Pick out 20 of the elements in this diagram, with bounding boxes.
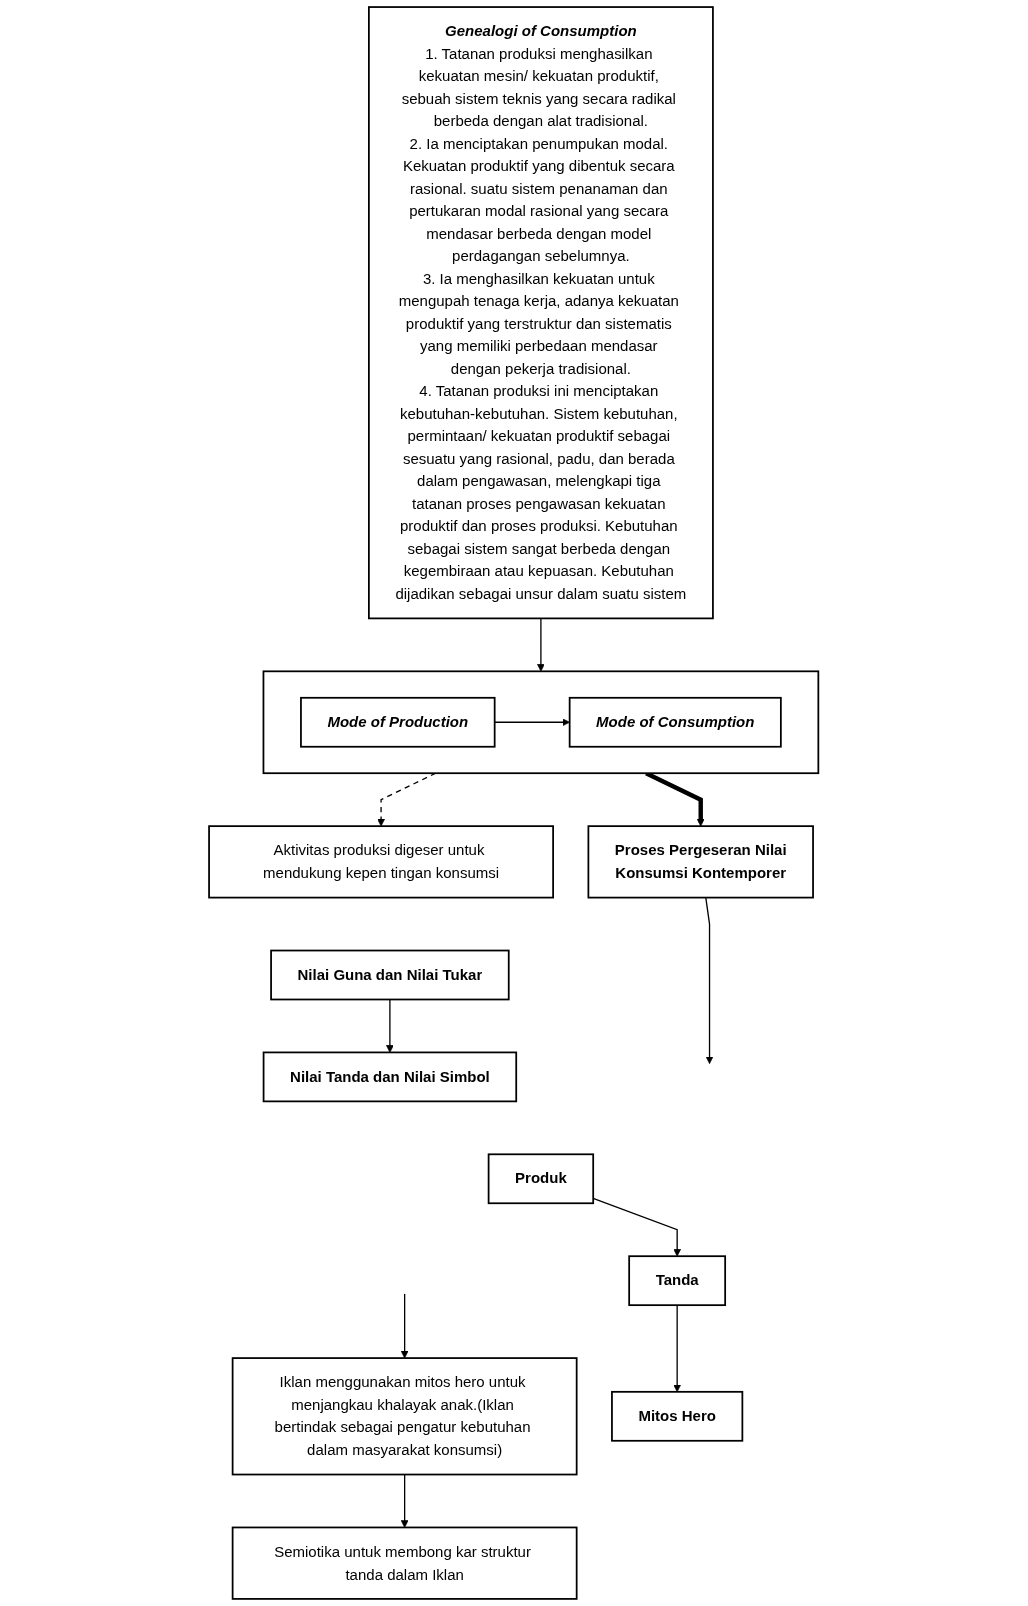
arrow xyxy=(386,998,395,1053)
node-box: Nilai Tanda dan Nilai Simbol xyxy=(263,1051,518,1103)
node-box: Produk xyxy=(488,1153,595,1205)
arrow xyxy=(537,617,546,672)
arrow xyxy=(673,1304,682,1393)
node-box: Nilai Guna dan Nilai Tukar xyxy=(270,949,510,1001)
node-box: Mode of Consumption xyxy=(569,696,783,748)
node-box: Semiotika untuk membong kar struktur tanda dalam Iklan xyxy=(232,1526,578,1600)
node-box: Mitos Hero xyxy=(611,1390,744,1442)
node-box: Aktivitas produksi digeser untuk mendukung kepen tingan konsumsi xyxy=(208,825,555,899)
arrow xyxy=(377,772,437,827)
node-box: Genealogi of Consumption 1. Tatanan produksi menghasilkan kekuatan mesin/ kekuatan produktif, sebuah sistem teknis yang secara radikal berbeda dengan alat tradisional. 2. Ia menciptakan penumpukan modal. Kekuatan produktif yang dibentuk secara rasional. suatu sistem penanaman dan pertukaran modal rasional yang secara mendasar berbeda dengan model perdagangan sebelumnya. 3. Ia menghasilkan kekuatan untuk mengupah tenaga kerja, adanya kekuatan produktif yang terstruktur dan sistematis yang memiliki perbedaan mendasar dengan pekerja tradisional. 4. Tatanan produksi ini menciptakan kebutuhan-kebutuhan. Sistem kebutuhan, permintaan/ kekuatan produktif sebagai sesuatu yang rasional, padu, dan berada dalam pengawasan, melengkapi tiga tatanan proses pengawasan kekuatan produktif dan proses produksi. Kebutuhan sebagai sistem sangat berbeda dengan kegembiraan atau kepuasan. Kebutuhan dijadikan sebagai unsur dalam suatu sistem xyxy=(368,6,715,620)
node-box: Tanda xyxy=(628,1255,727,1307)
arrow xyxy=(401,1293,409,1359)
node-box: Proses Pergeseran Nilai Konsumsi Kontemporer xyxy=(587,825,815,899)
arrow xyxy=(401,1473,409,1528)
node-box: Mode of Production xyxy=(300,696,496,748)
arrow xyxy=(705,896,714,1065)
node-box: Iklan menggunakan mitos hero untuk menjangkau khalayak anak.(Iklan bertindak sebagai pengatur kebutuhan dalam masyarakat konsumsi) xyxy=(232,1357,578,1476)
cluster xyxy=(262,670,820,775)
